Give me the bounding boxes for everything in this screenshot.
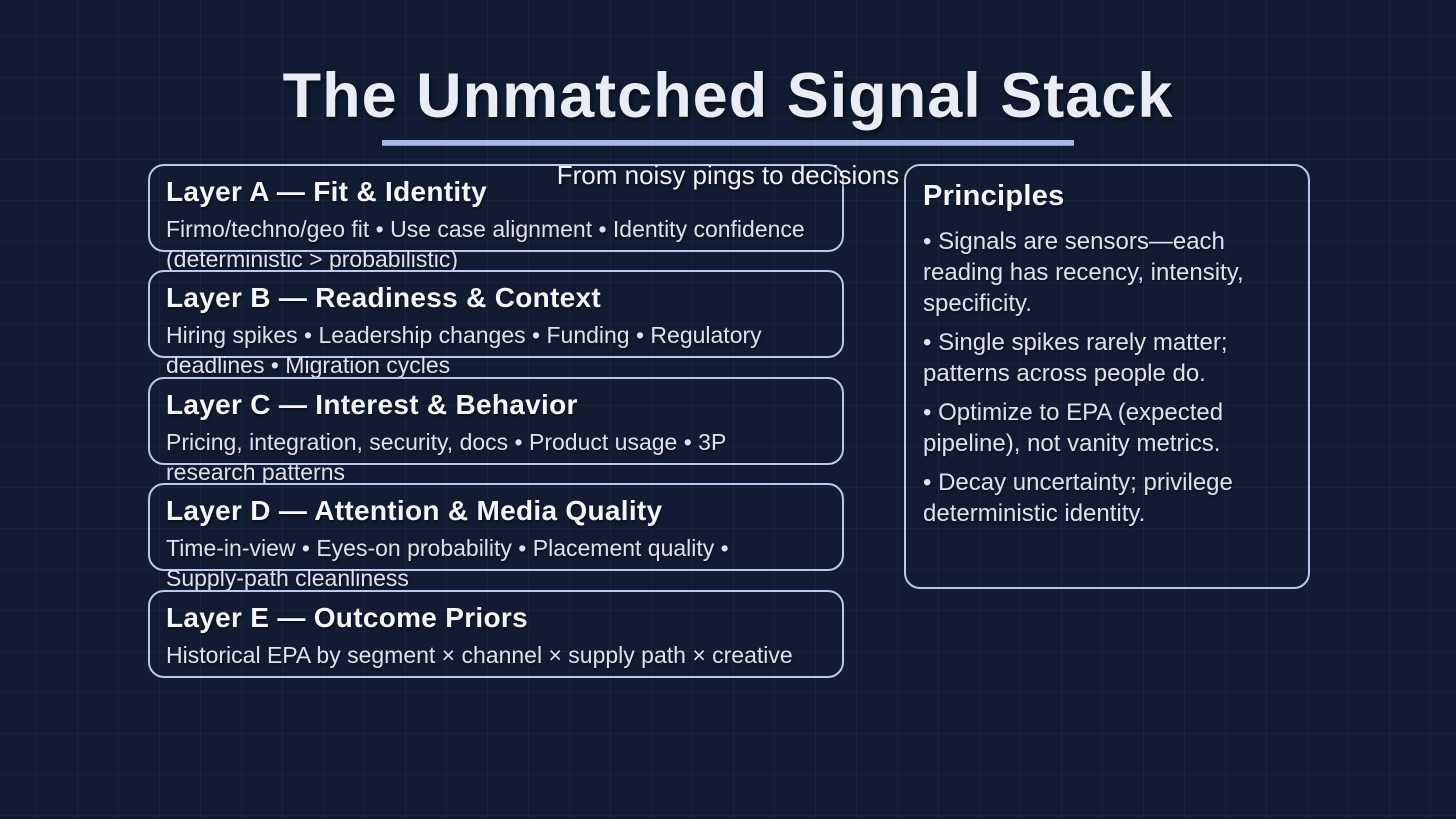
layer-c-heading: Layer C — Interest & Behavior (166, 389, 578, 420)
layer-b-body: Hiring spikes • Leadership changes • Fun… (166, 322, 762, 378)
layer-d-heading: Layer D — Attention & Media Quality (166, 495, 663, 526)
layer-c-body: Pricing, integration, security, docs • P… (166, 429, 726, 485)
layer-c-box: Layer C — Interest & Behavior Pricing, i… (148, 377, 844, 485)
layer-b-heading: Layer B — Readiness & Context (166, 282, 602, 313)
layer-a-box: Layer A — Fit & Identity Firmo/techno/ge… (148, 164, 844, 272)
principles-box: Principles • Signals are sensors—each re… (904, 164, 1310, 589)
principle-bullet-2: • Single spikes rarely matter; patterns … (923, 329, 1228, 387)
layer-a-heading: Layer A — Fit & Identity (166, 176, 487, 207)
layer-b-box: Layer B — Readiness & Context Hiring spi… (148, 270, 844, 378)
principle-bullet-3: • Optimize to EPA (expected pipeline), n… (923, 399, 1224, 457)
layer-e-box: Layer E — Outcome Priors Historical EPA … (148, 590, 844, 678)
principle-bullet-4: • Decay uncertainty; privilege determini… (923, 469, 1233, 527)
principle-bullet-1: • Signals are sensors—each reading has r… (923, 228, 1244, 317)
layer-a-body: Firmo/techno/geo fit • Use case alignmen… (166, 216, 805, 272)
principles-heading: Principles (923, 180, 1065, 212)
title-underline-accent-bar (382, 140, 1074, 146)
layer-d-body: Time-in-view • Eyes-on probability • Pla… (166, 535, 729, 591)
layer-d-box: Layer D — Attention & Media Quality Time… (148, 483, 844, 591)
slide-title: The Unmatched Signal Stack (282, 61, 1174, 131)
layer-e-heading: Layer E — Outcome Priors (166, 602, 528, 633)
layer-e-body: Historical EPA by segment × channel × su… (166, 642, 793, 668)
slide-subtitle: From noisy pings to decisions (556, 160, 900, 190)
